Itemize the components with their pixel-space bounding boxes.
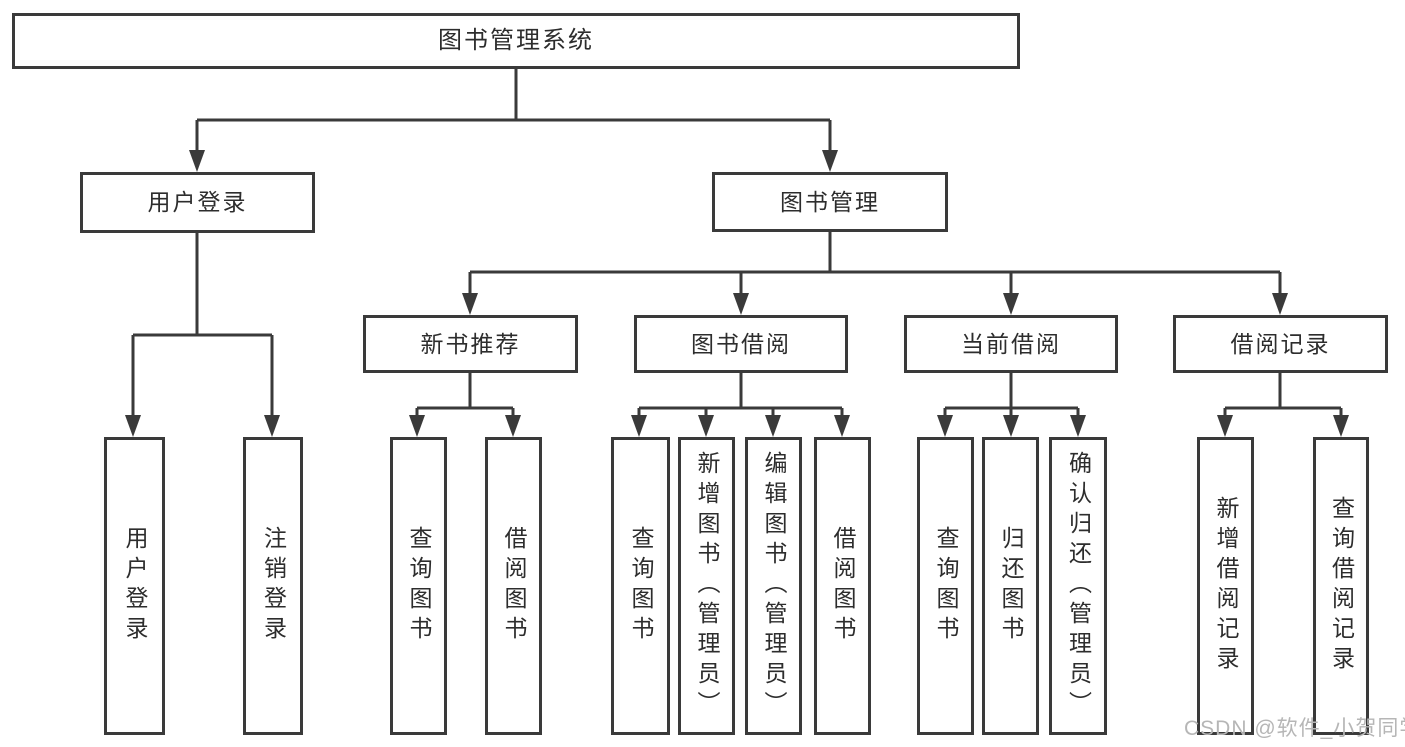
node-user-login-label: 用户登录 (147, 189, 248, 215)
leaf-records-add-record: 新增借阅记录 (1197, 437, 1254, 735)
leaf-logout: 注销登录 (243, 437, 303, 735)
leaf-current-confirm-return-admin: 确认归还（管理员） (1049, 437, 1107, 735)
leaf-current-query-book: 查询图书 (917, 437, 974, 735)
leaf-records-add-record-label: 新增借阅记录 (1213, 496, 1239, 676)
leaf-recommend-query-book-label: 查询图书 (406, 526, 432, 646)
leaf-current-return-book: 归还图书 (982, 437, 1039, 735)
leaf-borrowing-borrow-book: 借阅图书 (814, 437, 871, 735)
node-current-borrowing-label: 当前借阅 (961, 330, 1061, 357)
node-new-book-recommend-label: 新书推荐 (420, 330, 521, 357)
leaf-current-confirm-return-admin-label: 确认归还（管理员） (1065, 451, 1092, 721)
node-user-login-branch: 用户登录 (80, 172, 315, 233)
leaf-logout-label: 注销登录 (260, 526, 287, 646)
leaf-recommend-query-book: 查询图书 (390, 437, 447, 735)
node-root-library-management-system: 图书管理系统 (12, 13, 1020, 69)
leaf-recommend-borrow-book: 借阅图书 (485, 437, 542, 735)
node-book-management-label: 图书管理 (780, 188, 880, 215)
leaf-records-query-record-label: 查询借阅记录 (1328, 496, 1355, 676)
leaf-borrowing-query-book: 查询图书 (611, 437, 670, 735)
leaf-borrowing-add-book-admin: 新增图书（管理员） (678, 437, 735, 735)
leaf-borrowing-query-book-label: 查询图书 (628, 526, 654, 646)
node-borrowing-records: 借阅记录 (1173, 315, 1388, 373)
leaf-user-login-label: 用户登录 (122, 526, 148, 646)
leaf-borrowing-add-book-admin-label: 新增图书（管理员） (694, 451, 720, 721)
node-current-borrowing: 当前借阅 (904, 315, 1118, 373)
leaf-user-login: 用户登录 (104, 437, 165, 735)
leaf-records-query-record: 查询借阅记录 (1313, 437, 1369, 735)
csdn-watermark: CSDN @软件_小贺同学 (1184, 717, 1405, 740)
node-new-book-recommend: 新书推荐 (363, 315, 578, 373)
node-book-management-branch: 图书管理 (712, 172, 948, 232)
node-borrowing-records-label: 借阅记录 (1230, 330, 1331, 357)
node-root-label: 图书管理系统 (438, 27, 594, 54)
leaf-current-query-book-label: 查询图书 (933, 526, 959, 646)
node-book-borrowing-label: 图书借阅 (691, 330, 791, 357)
node-book-borrowing: 图书借阅 (634, 315, 848, 373)
leaf-borrowing-edit-book-admin: 编辑图书（管理员） (745, 437, 802, 735)
leaf-borrowing-borrow-book-label: 借阅图书 (830, 526, 856, 646)
leaf-borrowing-edit-book-admin-label: 编辑图书（管理员） (761, 451, 787, 721)
leaf-current-return-book-label: 归还图书 (998, 526, 1024, 646)
leaf-recommend-borrow-book-label: 借阅图书 (501, 526, 527, 646)
